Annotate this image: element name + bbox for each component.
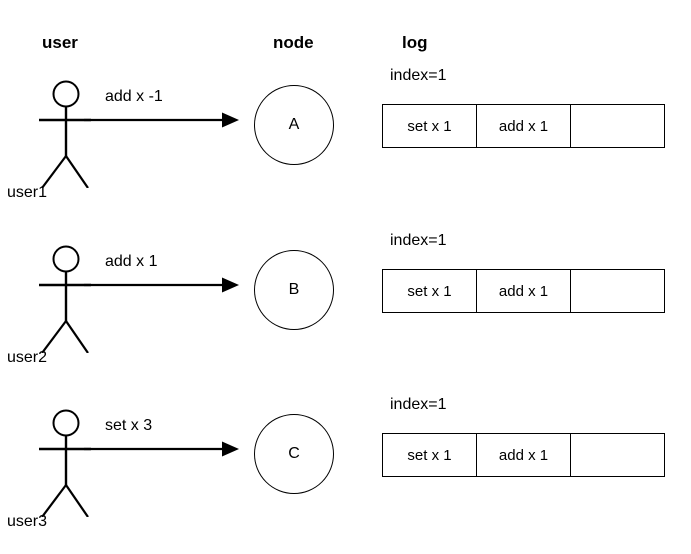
node-circle: B [254,250,334,330]
log-index-label: index=1 [390,67,447,84]
node-label: A [288,116,300,133]
node-label: C [288,445,300,462]
log-cell: set x 1 [383,270,477,312]
log-cell: add x 1 [477,434,571,476]
actor-label: user2 [7,349,48,366]
diagram-row: user1 add x -1 A index=1 set x 1 add x 1 [0,60,691,240]
log-cell-empty [571,105,664,147]
log-index-label: index=1 [390,396,447,413]
column-header-log: log [402,33,428,52]
message-arrow-icon [82,108,242,132]
log-cell: add x 1 [477,105,571,147]
node-label: B [288,281,300,298]
node-circle: C [254,414,334,494]
column-header-user: user [42,33,78,52]
log-cell-empty [571,270,664,312]
log-cell: set x 1 [383,105,477,147]
actor-label: user1 [7,184,48,201]
log-cell: set x 1 [383,434,477,476]
stick-figure-icon [30,397,102,517]
message-label: set x 3 [105,417,153,434]
message-label: add x -1 [105,88,163,105]
log-table: set x 1 add x 1 [382,433,665,477]
log-cell-empty [571,434,664,476]
node-circle: A [254,85,334,165]
diagram-row: user2 add x 1 B index=1 set x 1 add x 1 [0,225,691,405]
message-arrow-icon [82,437,242,461]
message-arrow-icon [82,273,242,297]
diagram-row: user3 set x 3 C index=1 set x 1 add x 1 [0,389,691,554]
actor-label: user3 [7,513,48,530]
column-header-node: node [273,33,314,52]
log-table: set x 1 add x 1 [382,269,665,313]
message-label: add x 1 [105,253,158,270]
log-cell: add x 1 [477,270,571,312]
log-index-label: index=1 [390,232,447,249]
stick-figure-icon [30,233,102,353]
stick-figure-icon [30,68,102,188]
log-table: set x 1 add x 1 [382,104,665,148]
